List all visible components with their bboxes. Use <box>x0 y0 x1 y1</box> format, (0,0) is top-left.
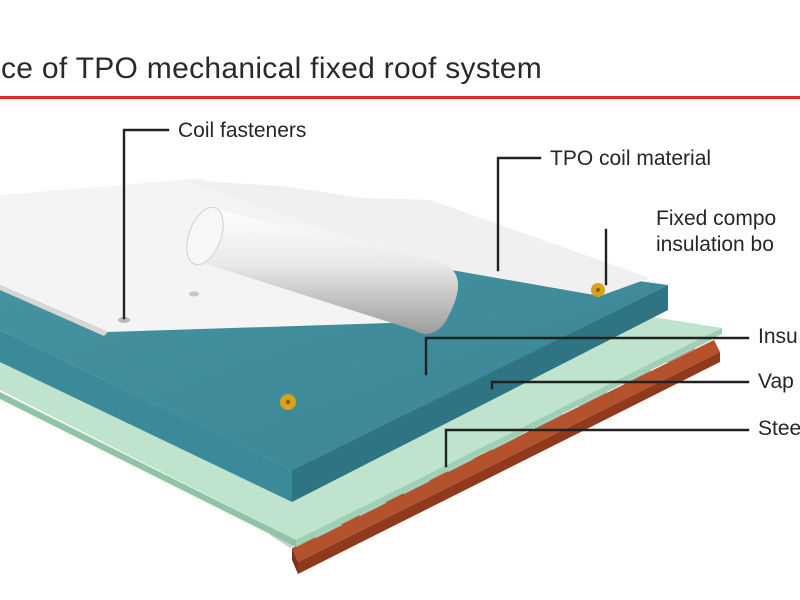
fastener-markers <box>118 283 605 410</box>
leader-coil-fasteners <box>122 128 170 320</box>
label-insulation: Insu <box>758 325 798 348</box>
leader-steel <box>444 428 750 468</box>
leader-insulation <box>424 336 750 376</box>
label-vapor: Vap <box>758 370 794 393</box>
steel-beam <box>292 340 720 574</box>
title-underline <box>0 96 800 99</box>
callout-leaders <box>122 128 750 468</box>
label-coil-fasteners: Coil fasteners <box>178 119 307 142</box>
label-steel: Stee <box>758 417 800 440</box>
label-fixed-component-line2: insulation bo <box>656 233 774 256</box>
coil-roll <box>186 206 459 334</box>
leader-tpo-coil <box>496 156 542 272</box>
label-tpo-coil-material: TPO coil material <box>550 147 712 170</box>
label-fixed-component-line1: Fixed compo <box>656 207 777 230</box>
leader-vapor <box>490 380 750 390</box>
diagram-title: ice of TPO mechanical fixed roof system <box>0 52 543 85</box>
